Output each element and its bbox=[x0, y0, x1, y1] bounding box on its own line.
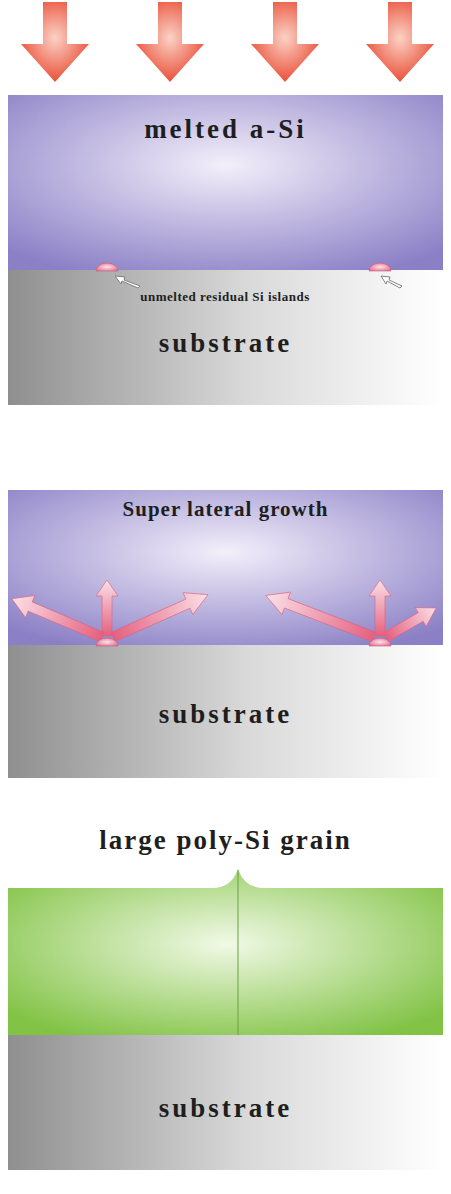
layer-label: substrate bbox=[8, 700, 443, 730]
growth-arrow bbox=[261, 584, 378, 648]
poly-si-layer bbox=[8, 869, 443, 1035]
growth-arrow bbox=[7, 588, 107, 648]
substrate-layer bbox=[8, 645, 443, 778]
substrate-layer bbox=[8, 1035, 443, 1170]
layer-label: substrate bbox=[8, 329, 443, 359]
grain-boundary bbox=[238, 870, 239, 1035]
si-island bbox=[96, 638, 118, 646]
si-island bbox=[369, 263, 391, 271]
substrate-layer bbox=[8, 270, 443, 405]
laser-arrows bbox=[21, 2, 434, 82]
melt-layer: Super lateral growth bbox=[8, 490, 443, 645]
laser-arrow bbox=[136, 2, 204, 82]
laser-arrow bbox=[366, 2, 434, 82]
si-island bbox=[96, 263, 118, 271]
growth-arrow bbox=[369, 580, 391, 636]
melt-layer: melted a-Si bbox=[8, 95, 443, 270]
growth-arrow bbox=[96, 580, 118, 636]
leader-arrow bbox=[115, 276, 140, 288]
growth-arrow bbox=[108, 584, 213, 648]
si-island bbox=[369, 638, 391, 646]
process-label: Super lateral growth bbox=[8, 498, 443, 521]
layer-label: melted a-Si bbox=[8, 115, 443, 145]
growth-arrow bbox=[381, 598, 442, 646]
substrate-layer: substrate bbox=[8, 645, 443, 778]
leader-arrow bbox=[381, 276, 402, 288]
laser-arrow bbox=[21, 2, 89, 82]
layer-label: substrate bbox=[8, 1094, 443, 1124]
laser-arrow bbox=[251, 2, 319, 82]
result-label: large poly-Si grain bbox=[8, 826, 443, 856]
melt-layer bbox=[8, 95, 443, 270]
part-label: unmelted residual Si islands bbox=[140, 289, 309, 305]
substrate-layer: substrate bbox=[8, 1035, 443, 1170]
poly-si-layer: large poly-Si grain bbox=[8, 826, 443, 1035]
